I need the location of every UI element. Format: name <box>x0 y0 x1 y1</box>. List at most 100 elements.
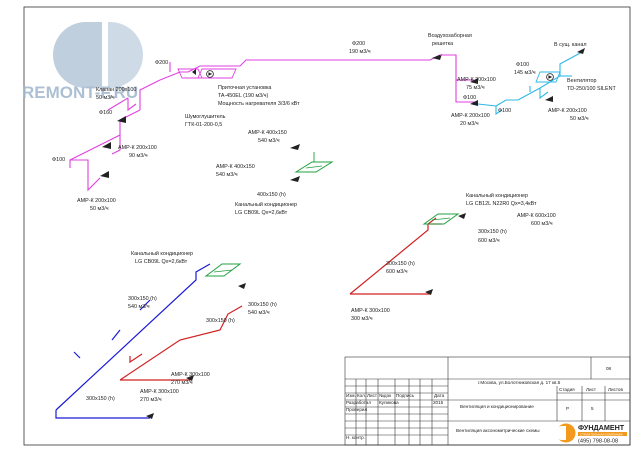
tb-h-izm: Изм. <box>346 393 356 398</box>
watermark-text: REMONT-F.RU <box>22 83 138 102</box>
ac-top-model: LG CB09L Qx=2,6кВт <box>235 210 288 216</box>
cyan-phi100-c: Ф100 <box>498 108 511 114</box>
tb-h-kol: Кол. <box>357 393 366 398</box>
phi100-label: Ф100 <box>52 157 65 163</box>
cyan-amp2-flow: 20 м3/ч <box>460 121 479 127</box>
title-block-text: 08 г.Москва, ул.Болотниковская д. 17 кв.… <box>346 366 623 440</box>
tb-h-ndok: №док <box>379 393 392 398</box>
tb-h-list: Лист <box>367 393 378 398</box>
ac-top-duct: 400х150 (h) <box>257 192 286 198</box>
ac-left-divider <box>213 269 233 273</box>
to-channel-label: В сущ. канал <box>554 42 587 48</box>
tb-razrab: Разработал <box>346 400 371 405</box>
magenta-labels: Ф200 Ф200 190 м3/ч Воздухозаборная решет… <box>52 33 472 212</box>
ac-left-amp-a-flow: 270 м3/ч <box>171 380 193 386</box>
ac-right-grille-icon-1 <box>458 213 466 219</box>
ac-top-amp-b-flow: 540 м3/ч <box>216 172 238 178</box>
cyan-amp2-label: АМР-К 200х100 <box>451 113 490 119</box>
ac-left-duct-d: 300х150 (h) <box>86 396 115 402</box>
watermark-logo-right-icon <box>108 22 143 88</box>
ac-left-label: Канальный кондиционер <box>131 250 193 257</box>
red-right-duct-system <box>349 217 442 295</box>
ac-left-grille-icon-2 <box>186 375 194 381</box>
cyan-duct-system <box>477 51 583 116</box>
title-block <box>344 356 631 446</box>
sheet-frame <box>23 6 631 446</box>
ac-top-amp-a-flow: 540 м3/ч <box>258 138 280 144</box>
watermark-logo-icon <box>53 22 102 88</box>
diffuser-icon-1 <box>117 116 126 123</box>
ac-right-amp-b: АМР-К 300х100 <box>351 308 390 314</box>
ac-left-duct-c: 300х150 (h) <box>206 318 235 324</box>
cyan-amp3-flow: 50 м3/ч <box>570 116 589 122</box>
ac-top-grille-icon-2 <box>290 176 300 182</box>
company-sub-bar <box>578 432 627 436</box>
cyan-amp1-label: АМР-К 200х100 <box>457 77 496 83</box>
ac-right-duct-b-flow: 600 м3/ч <box>386 269 408 275</box>
ac-left-model: LG CB09L Qx=2,6кВт <box>135 259 188 265</box>
cyan-labels: В сущ. канал Ф100 145 м3/ч Вентилятор TD… <box>451 42 617 127</box>
ac-top-divider <box>305 165 323 169</box>
ac-right-amp-b-flow: 300 м3/ч <box>351 316 373 322</box>
ac-top-unit: АМР-К 400х150 540 м3/ч АМР-К 400х150 540… <box>216 130 334 216</box>
tb-nkontr: Н. контр. <box>346 435 365 440</box>
grille-label-1: Воздухозаборная <box>428 33 472 39</box>
tb-h-data: Дата <box>434 393 445 398</box>
tb-h-stadia: Стадия <box>559 387 575 392</box>
tb-sheet-title: Вентиляция аксонометрические схемы <box>456 428 540 433</box>
ac-top-amp-b: АМР-К 400х150 <box>216 164 255 170</box>
tb-project: Вентиляция и кондиционирование <box>460 404 534 409</box>
ac-left-duct-a-flow: 540 м3/ч <box>128 304 150 310</box>
exhaust-fan-shape <box>535 71 561 83</box>
silencer-label: Шумоглушитель <box>185 114 226 120</box>
tb-h-sheets: Листов <box>608 387 623 392</box>
ac-left-duct-b-flow: 540 м3/ч <box>248 310 270 316</box>
supply-fan-arrow-icon <box>208 72 213 76</box>
cyan-grille-icon-1 <box>470 78 478 84</box>
ac-right-unit: Канальный кондиционер LG CB12L N22R0 Qx=… <box>351 192 556 322</box>
ac-right-grille-icon-2 <box>425 289 433 295</box>
ac-left-grille-icon-1 <box>238 283 246 289</box>
supply-unit-shape <box>197 68 237 79</box>
ac-right-body-shape <box>422 213 460 225</box>
tb-h-podp: Подпись <box>396 393 415 398</box>
amp2-label: АМР-К 200х100 <box>77 198 116 204</box>
tb-code: 08 <box>606 366 612 371</box>
phi200-left-label: Ф200 <box>155 60 168 66</box>
amp1-label: АМР-К 200х100 <box>118 145 157 151</box>
ac-right-amp-a-flow: 600 м3/ч <box>531 221 553 227</box>
fan-model: TD-250/100 SILENT <box>567 86 617 92</box>
valve-label: Клапан 200х100 <box>96 87 136 93</box>
magenta-right-branch <box>440 54 478 103</box>
ac-right-duct-a: 300х150 (h) <box>478 229 507 235</box>
ac-left-body-shape <box>204 263 242 277</box>
ac-top-body-shape <box>294 161 334 173</box>
magenta-equipment <box>100 54 442 178</box>
channel-arrow-icon <box>577 48 585 54</box>
watermark: REMONT-F.RU <box>22 22 143 102</box>
tb-stage: Р <box>566 406 569 411</box>
diffuser-icon-2 <box>102 142 111 149</box>
phi160-label: Ф160 <box>99 110 112 116</box>
supply-unit-model: TA-450EL (190 м3/ч) <box>218 93 268 99</box>
ac-right-duct-b: 300х150 (h) <box>386 261 415 267</box>
ac-right-label: Канальный кондиционер <box>466 192 528 199</box>
damper-icon <box>192 69 196 75</box>
company-logo-mark-icon <box>555 426 566 440</box>
company-logo: ФУНДАМЕНТ СТРОИТЕЛЬНАЯ КОМПАНИЯ (495) 79… <box>555 423 627 445</box>
diffuser-icon-3 <box>100 171 109 178</box>
company-sub: СТРОИТЕЛЬНАЯ КОМПАНИЯ <box>580 432 622 436</box>
tb-address: г.Москва, ул.Болотниковская д. 17 кв.5 <box>478 380 561 385</box>
cyan-amp1-flow: 75 м3/ч <box>466 85 485 91</box>
ac-top-amp-a: АМР-К 400х150 <box>248 130 287 136</box>
grille-icon <box>432 54 442 60</box>
company-name: ФУНДАМЕНТ <box>578 423 625 432</box>
ac-left-duct-b: 300х150 (h) <box>248 302 277 308</box>
ac-right-model: LG CB12L N22R0 Qx=3,4кВт <box>466 201 537 207</box>
ac-right-divider <box>431 217 451 221</box>
supply-unit-label: Приточная установка <box>218 85 271 91</box>
company-phone: (495) 798-08-08 <box>578 439 618 445</box>
phi100-a-label: Ф100 <box>516 62 529 68</box>
ac-right-duct-a-flow: 600 м3/ч <box>478 238 500 244</box>
